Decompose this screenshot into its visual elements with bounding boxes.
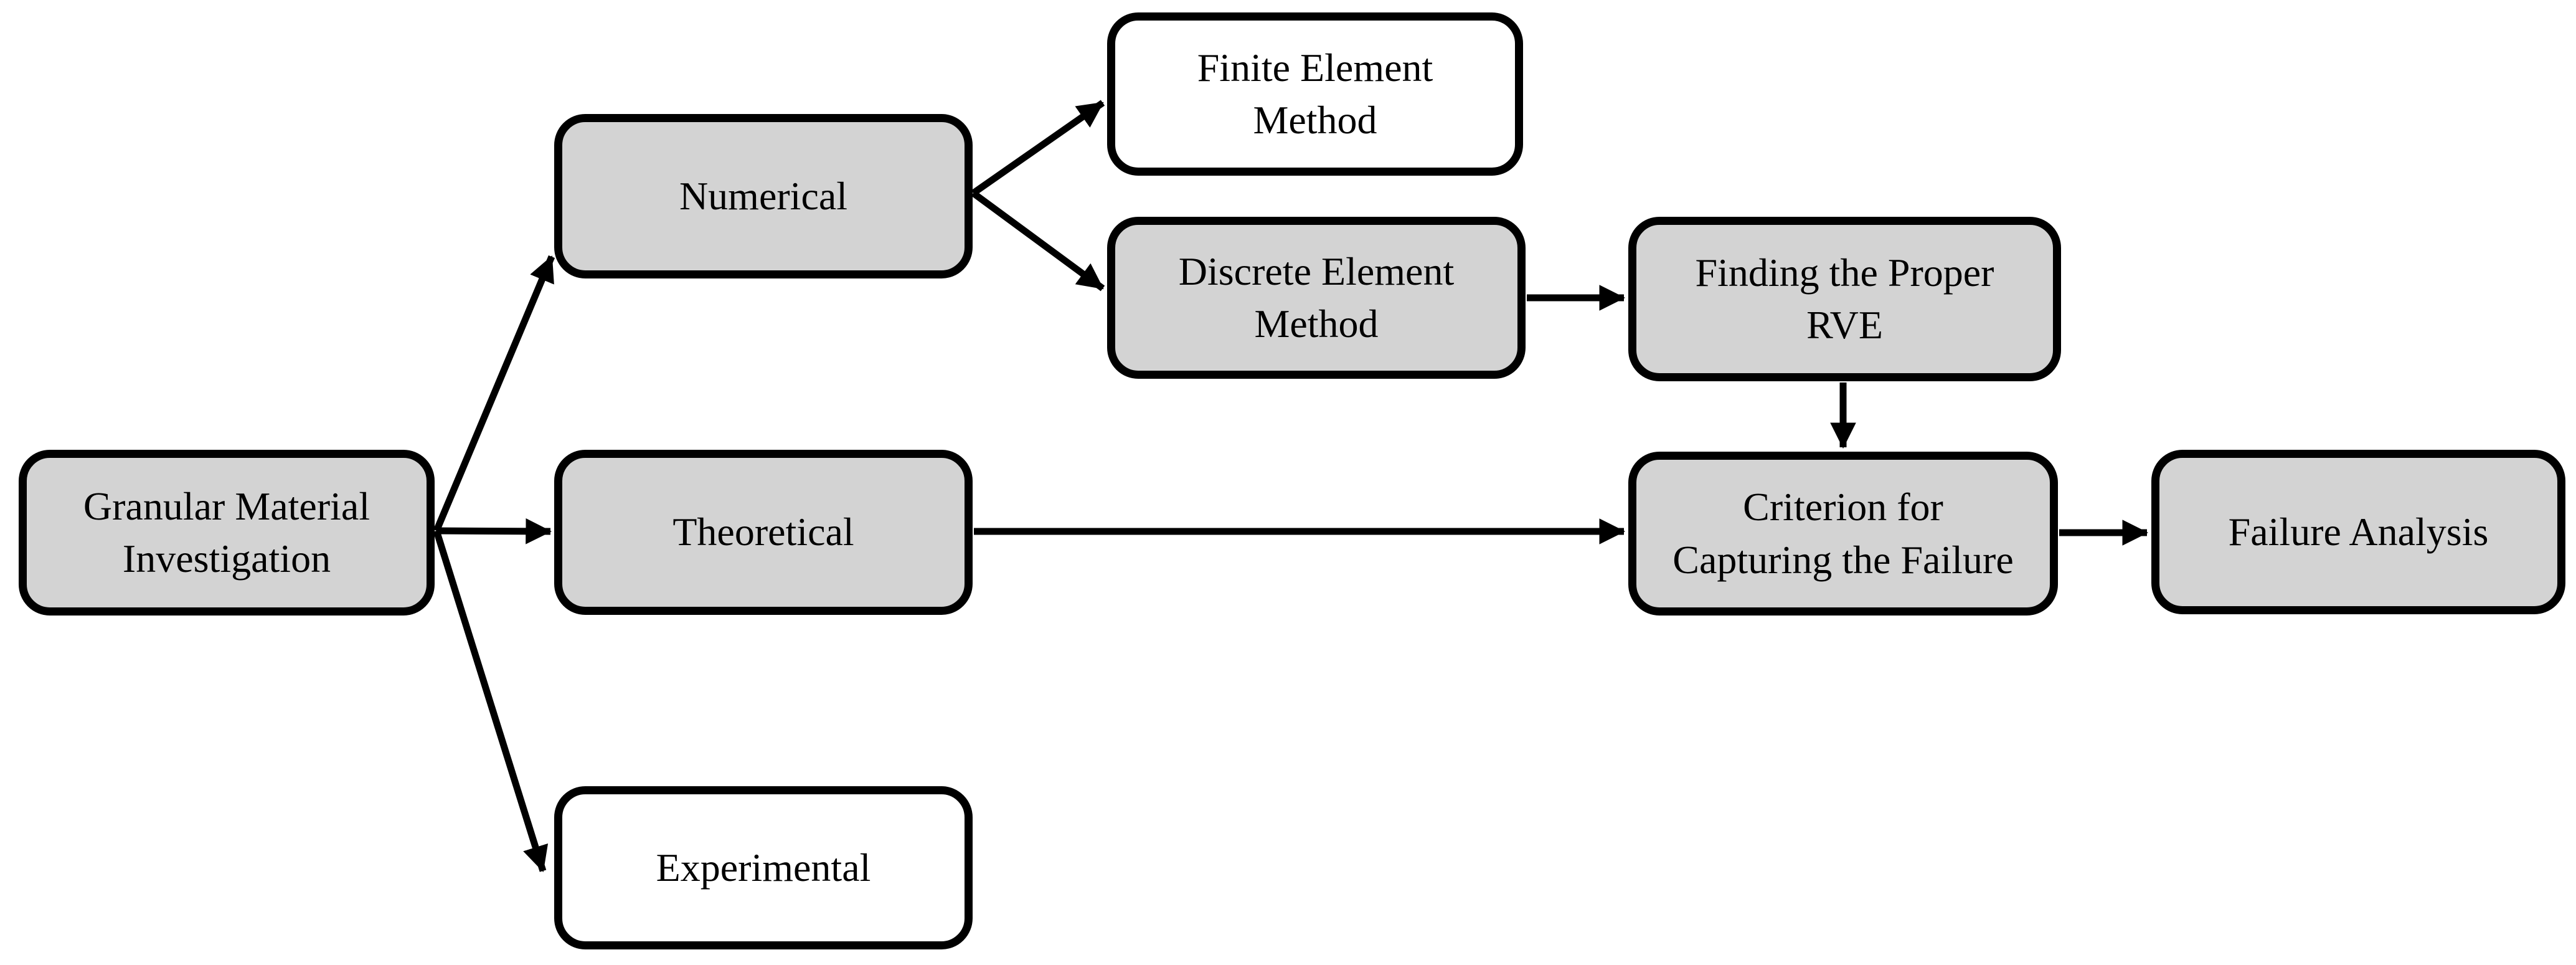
node-experimental: Experimental: [554, 786, 973, 949]
node-label: Finding the Proper RVE: [1695, 250, 1994, 347]
node-finding-the-proper-rve: Finding the Proper RVE: [1628, 217, 2061, 381]
node-label: Granular Material Investigation: [83, 483, 370, 581]
arrow-granular-to-experimental: [433, 530, 549, 872]
arrow-numerical-to-fem: [971, 100, 1105, 196]
node-granular-material-investigation: Granular Material Investigation: [19, 450, 435, 616]
node-label: Failure Analysis: [2228, 509, 2489, 554]
node-failure-analysis: Failure Analysis: [2151, 450, 2565, 614]
node-finite-element-method: Finite Element Method: [1107, 12, 1523, 176]
node-label: Criterion for Capturing the Failure: [1673, 485, 2014, 582]
node-label: Experimental: [656, 845, 871, 890]
node-label: Numerical: [679, 173, 848, 218]
node-discrete-element-method: Discrete Element Method: [1107, 217, 1526, 379]
node-numerical: Numerical: [554, 114, 973, 278]
node-label: Theoretical: [672, 510, 854, 554]
arrow-granular-to-numerical: [433, 255, 555, 533]
node-theoretical: Theoretical: [554, 450, 973, 615]
node-label: Discrete Element Method: [1178, 249, 1455, 346]
node-criterion-for-capturing-the-failure: Criterion for Capturing the Failure: [1628, 452, 2058, 616]
node-label: Finite Element Method: [1197, 45, 1433, 142]
arrow-numerical-to-dem: [971, 190, 1105, 292]
